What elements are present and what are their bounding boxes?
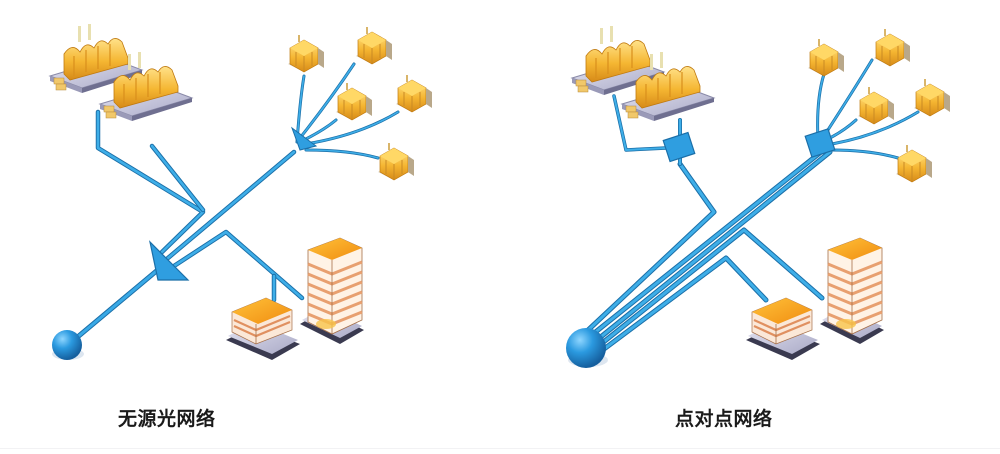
pon-fiber-lines (65, 62, 400, 348)
p2p-house-icon (857, 86, 895, 125)
p2p-house-icon (913, 78, 951, 117)
p2p-house-icon (895, 144, 933, 183)
pon-house-icon (355, 26, 393, 65)
pon-diagram-graphic (49, 23, 433, 362)
p2p-house-icon (873, 28, 911, 67)
pon-house-icon (377, 142, 415, 181)
bottom-divider (0, 448, 1000, 449)
p2p-fiber-bundle (583, 58, 920, 355)
p2p-house-box-icon (804, 128, 836, 158)
p2p-diagram-graphic (566, 25, 951, 368)
p2p-low-office-icon (744, 296, 822, 362)
p2p-factory-box-icon (662, 131, 696, 163)
diagram-passive-optical-network: 无源光网络 (49, 23, 433, 430)
pon-central-office-icon (52, 330, 84, 360)
p2p-office-tower-icon (818, 236, 886, 346)
pon-house-icon (335, 82, 373, 121)
p2p-house-icon (807, 38, 845, 77)
pon-office-tower-icon (298, 236, 366, 346)
pon-house-icon (395, 74, 433, 113)
p2p-caption: 点对点网络 (675, 408, 773, 430)
p2p-central-office-icon (566, 328, 608, 368)
pon-house-icon (287, 34, 325, 73)
diagram-point-to-point-network: 点对点网络 (500, 0, 1000, 454)
pon-main-splitter-icon (148, 240, 190, 281)
pon-low-office-icon (224, 296, 302, 362)
pon-branch-splitter-icon (290, 126, 318, 151)
pon-caption: 无源光网络 (118, 408, 216, 430)
